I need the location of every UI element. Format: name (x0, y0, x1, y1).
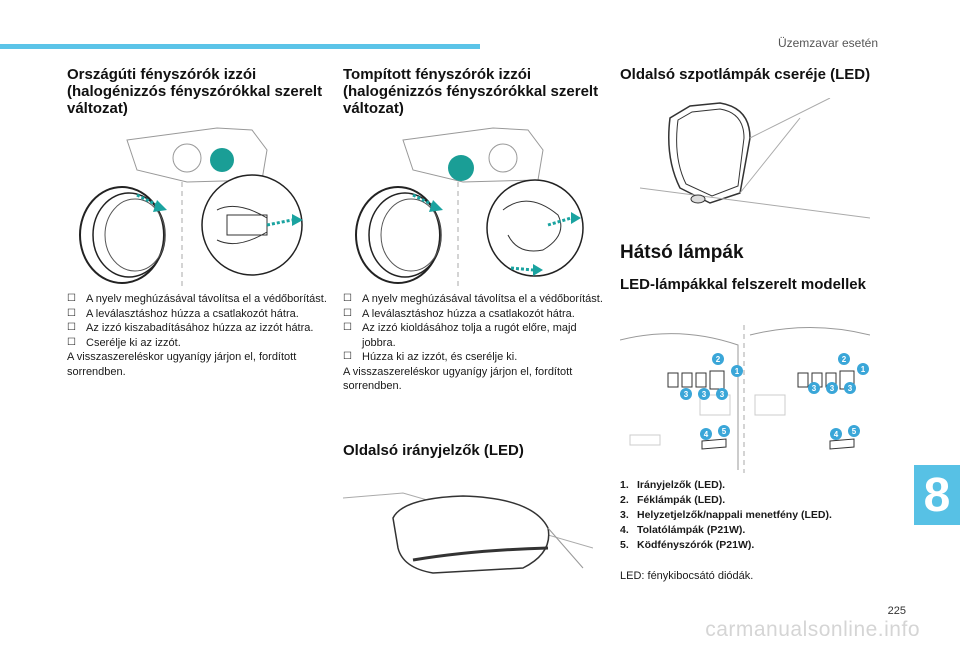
bulb-highlight-icon (448, 155, 474, 181)
callout-3 (680, 388, 692, 400)
rear-lamps-illustration: 2 1 3 3 3 4 5 2 1 3 3 3 4 5 (620, 305, 870, 475)
bulb-highlight-icon (210, 148, 234, 172)
callout-4 (830, 428, 842, 440)
checkbox-bullet-icon: ☐ (343, 307, 352, 319)
led-models-section: LED-lámpákkal felszerelt modellek (620, 276, 890, 293)
callout-3 (826, 382, 838, 394)
callout-1 (857, 363, 869, 375)
checkbox-bullet-icon: ☐ (67, 307, 76, 319)
callout-3 (808, 382, 820, 394)
step-item: ☐A nyelv meghúzásával távolítsa el a véd… (67, 293, 327, 305)
side-indicator-title: Oldalsó irányjelzők (LED) (343, 442, 524, 459)
legend-item: 3.Helyzetjelzők/nappali menetfény (LED). (620, 509, 832, 521)
callout-text: 4 (834, 430, 839, 439)
legend-item: 4.Tolatólámpák (P21W). (620, 524, 746, 536)
rear-lamps-section: Hátsó lámpák (620, 242, 890, 264)
callout-text: 1 (861, 365, 866, 374)
callout-5 (718, 425, 730, 437)
section-header: Üzemzavar esetén (777, 36, 878, 50)
callout-3 (698, 388, 710, 400)
legend-item: 5.Ködfényszórók (P21W). (620, 539, 755, 551)
reassembly-note: A visszaszereléskor ugyanígy járjon el, … (343, 365, 573, 393)
callout-text: 5 (722, 427, 727, 436)
callout-text: 3 (684, 390, 689, 399)
callout-1 (731, 365, 743, 377)
high-beam-section: Országúti fényszórók izzói (halogénizzós… (67, 66, 327, 117)
callout-2 (838, 353, 850, 365)
checkbox-bullet-icon: ☐ (67, 293, 76, 304)
mirror-indicator-illustration (343, 478, 593, 588)
low-beam-steps: ☐A nyelv meghúzásával távolítsa el a véd… (343, 292, 603, 394)
high-beam-illustration (67, 120, 327, 290)
step-item: ☐Az izzó kiszabadításához húzza az izzót… (67, 322, 314, 334)
low-beam-illustration (343, 120, 603, 290)
high-beam-title: Országúti fényszórók izzói (halogénizzós… (67, 66, 323, 117)
side-spotlight-section: Oldalsó szpotlámpák cseréje (LED) (620, 66, 890, 83)
callout-text: 2 (842, 355, 847, 364)
legend-item: 1.Irányjelzők (LED). (620, 479, 726, 491)
side-spotlight-title: Oldalsó szpotlámpák cseréje (LED) (620, 66, 871, 83)
legend-item: 2.Féklámpák (LED). (620, 494, 726, 506)
watermark: carmanualsonline.info (705, 618, 920, 641)
callout-4 (700, 428, 712, 440)
step-item: ☐Húzza ki az izzót, és cserélje ki. (343, 351, 518, 363)
callout-text: 3 (702, 390, 707, 399)
checkbox-bullet-icon: ☐ (67, 336, 76, 348)
top-accent-bar (0, 44, 480, 49)
low-beam-title: Tompított fényszórók izzói (halogénizzós… (343, 66, 599, 117)
low-beam-section: Tompított fényszórók izzói (halogénizzós… (343, 66, 603, 117)
side-spotlight-illustration (640, 98, 870, 223)
callout-text: 3 (812, 384, 817, 393)
checkbox-bullet-icon: ☐ (343, 293, 352, 304)
led-footnote-text: LED: fénykibocsátó diódák. (620, 570, 754, 582)
callout-2 (712, 353, 724, 365)
step-item: ☐A nyelv meghúzásával távolítsa el a véd… (343, 293, 603, 305)
callout-text: 2 (716, 355, 721, 364)
callout-text: 3 (830, 384, 835, 393)
step-item: ☐Cserélje ki az izzót. (67, 336, 181, 349)
side-indicator-section: Oldalsó irányjelzők (LED) (343, 442, 603, 459)
page-number: 225 (887, 605, 906, 617)
chapter-tab: 8 (914, 465, 960, 525)
callout-5 (848, 425, 860, 437)
led-models-title: LED-lámpákkal felszerelt modellek (620, 276, 866, 293)
high-beam-steps: ☐A nyelv meghúzásával távolítsa el a véd… (67, 292, 327, 379)
checkbox-bullet-icon: ☐ (343, 322, 352, 333)
checkbox-bullet-icon: ☐ (67, 322, 76, 333)
step-item: ☐A leválasztáshoz húzza a csatlakozót há… (343, 307, 575, 320)
rear-lamps-legend: 1.Irányjelzők (LED). 2.Féklámpák (LED). … (620, 478, 890, 553)
callout-3 (844, 382, 856, 394)
checkbox-bullet-icon: ☐ (343, 351, 352, 362)
callout-text: 4 (704, 430, 709, 439)
step-item: ☐Az izzó kioldásához tolja a rugót előre… (343, 322, 577, 349)
step-item: ☐A leválasztáshoz húzza a csatlakozót há… (67, 307, 299, 320)
callout-3 (716, 388, 728, 400)
led-footnote: LED: fénykibocsátó diódák. (620, 566, 890, 584)
callout-text: 1 (735, 367, 740, 376)
callout-text: 5 (852, 427, 857, 436)
callout-text: 3 (848, 384, 853, 393)
reassembly-note: A visszaszereléskor ugyanígy járjon el, … (67, 351, 297, 378)
callout-text: 3 (720, 390, 725, 399)
rear-lamps-title: Hátsó lámpák (620, 242, 744, 263)
